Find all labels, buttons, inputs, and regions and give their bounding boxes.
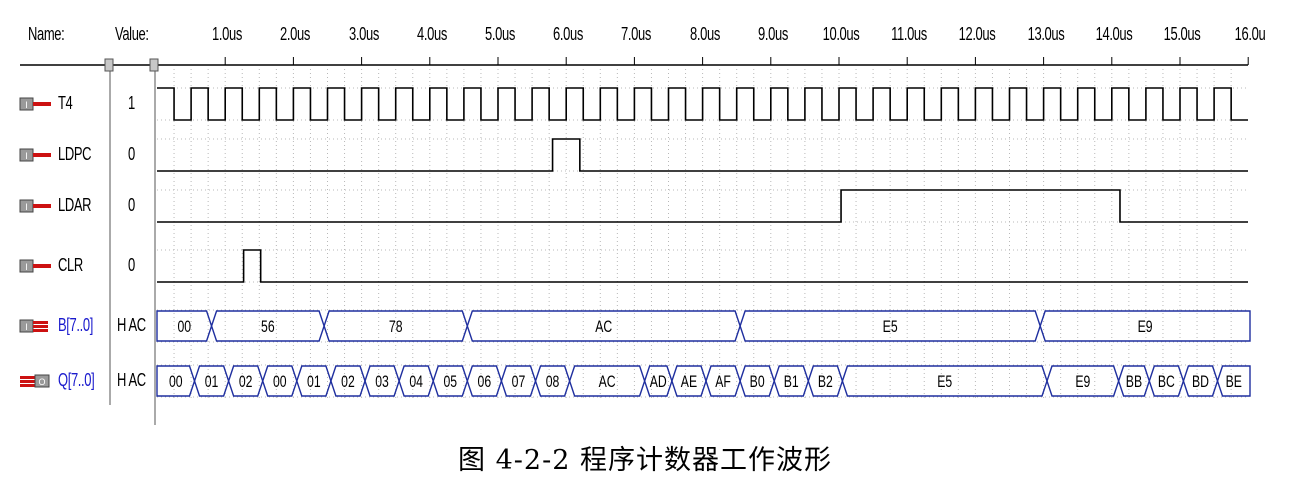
signal-value: 0 (128, 255, 135, 275)
bus-value-label: 05 (443, 373, 457, 391)
svg-text:O: O (38, 377, 45, 387)
pulse-waveform (157, 138, 1248, 172)
svg-text:I: I (25, 262, 28, 272)
bus-value-label: E9 (1075, 373, 1090, 391)
time-tick-label: 5.0us (485, 24, 515, 44)
time-tick-label: 10.0us (822, 24, 860, 44)
column-resize-handle (149, 58, 159, 72)
time-tick-label: 1.0us (212, 24, 243, 44)
signal-value: 1 (128, 93, 135, 113)
bus-value-label: AC (595, 318, 612, 336)
bus-value-label: 02 (341, 373, 355, 391)
signal-name[interactable]: CLR (58, 255, 83, 275)
pulse-waveform (157, 189, 1248, 223)
bus-value-label: BE (1226, 373, 1242, 391)
signal-value: 0 (128, 195, 135, 215)
bus-value-label: BD (1192, 373, 1209, 391)
input-pin-icon: I (19, 147, 53, 163)
time-tick-label: 14.0us (1095, 24, 1133, 44)
name-column-header: Name: (28, 24, 65, 44)
time-tick-label: 2.0us (280, 24, 311, 44)
signal-name[interactable]: Q[7..0] (58, 370, 95, 390)
input-pin-icon: I (19, 318, 53, 334)
bus-value-label: E5 (883, 318, 898, 336)
bus-value-label: 00 (169, 373, 183, 391)
signal-value: 0 (128, 144, 135, 164)
time-tick-label: 8.0us (689, 24, 720, 44)
bus-value-label: AE (681, 373, 697, 391)
bus-value-label: E5 (937, 373, 952, 391)
input-pin-icon: I (19, 198, 53, 214)
bus-value-label: 78 (389, 318, 403, 336)
bus-segment (1216, 365, 1251, 397)
svg-text:I: I (25, 202, 28, 212)
bus-value-label: 01 (307, 373, 321, 391)
bus-value-label: 00 (177, 318, 191, 336)
bus-value-label: 08 (546, 373, 560, 391)
bus-segment (1039, 310, 1251, 342)
bus-value-label: BC (1158, 373, 1175, 391)
bus-value-label: B2 (818, 373, 833, 391)
signal-name[interactable]: T4 (58, 93, 73, 113)
bus-value-label: AD (650, 373, 667, 391)
column-resize-handle (104, 58, 114, 72)
time-tick-label: 16.0u (1234, 24, 1266, 44)
pulse-waveform (157, 249, 1248, 283)
time-tick-label: 9.0us (757, 24, 788, 44)
output-pin-icon: O (19, 373, 53, 389)
time-tick-label: 13.0us (1027, 24, 1064, 44)
bus-value-label: AF (715, 373, 731, 391)
clock-waveform (157, 87, 1248, 121)
bus-value-label: BB (1126, 373, 1142, 391)
input-pin-icon: I (19, 96, 53, 112)
time-tick-label: 7.0us (621, 24, 652, 44)
time-tick-label: 11.0us (891, 24, 928, 44)
bus-value-label: 01 (205, 373, 219, 391)
waveform-viewer: Name: Value: 1.0us 2.0us 3.0us 4.0us 5.0us 6.… (0, 0, 1290, 425)
bus-value-label: E9 (1138, 318, 1153, 336)
time-tick-label: 12.0us (959, 24, 996, 44)
signal-name[interactable]: B[7..0] (58, 315, 93, 335)
time-tick-label: 15.0us (1163, 24, 1201, 44)
svg-text:I: I (25, 100, 28, 110)
bus-value-label: 56 (261, 318, 275, 336)
bus-value-label: B0 (750, 373, 765, 391)
time-tick-label: 3.0us (348, 24, 379, 44)
figure-caption: 图 4-2-2 程序计数器工作波形 (458, 445, 832, 476)
signal-value: H AC (117, 315, 146, 335)
bus-value-label: 02 (239, 373, 253, 391)
signal-value: H AC (117, 370, 146, 390)
input-pin-icon: I (19, 258, 53, 274)
bus-value-label: 07 (512, 373, 526, 391)
time-tick-label: 4.0us (416, 24, 447, 44)
signal-name[interactable]: LDAR (58, 195, 92, 215)
bus-value-label: B1 (784, 373, 799, 391)
bus-value-label: 00 (273, 373, 287, 391)
svg-text:I: I (25, 322, 28, 332)
bus-value-label: AC (599, 373, 616, 391)
value-column-header: Value: (115, 24, 149, 44)
bus-value-label: 06 (478, 373, 492, 391)
bus-value-label: 04 (409, 373, 423, 391)
svg-text:I: I (25, 151, 28, 161)
time-tick-label: 6.0us (553, 24, 584, 44)
signal-name[interactable]: LDPC (58, 144, 92, 164)
bus-value-label: 03 (375, 373, 389, 391)
